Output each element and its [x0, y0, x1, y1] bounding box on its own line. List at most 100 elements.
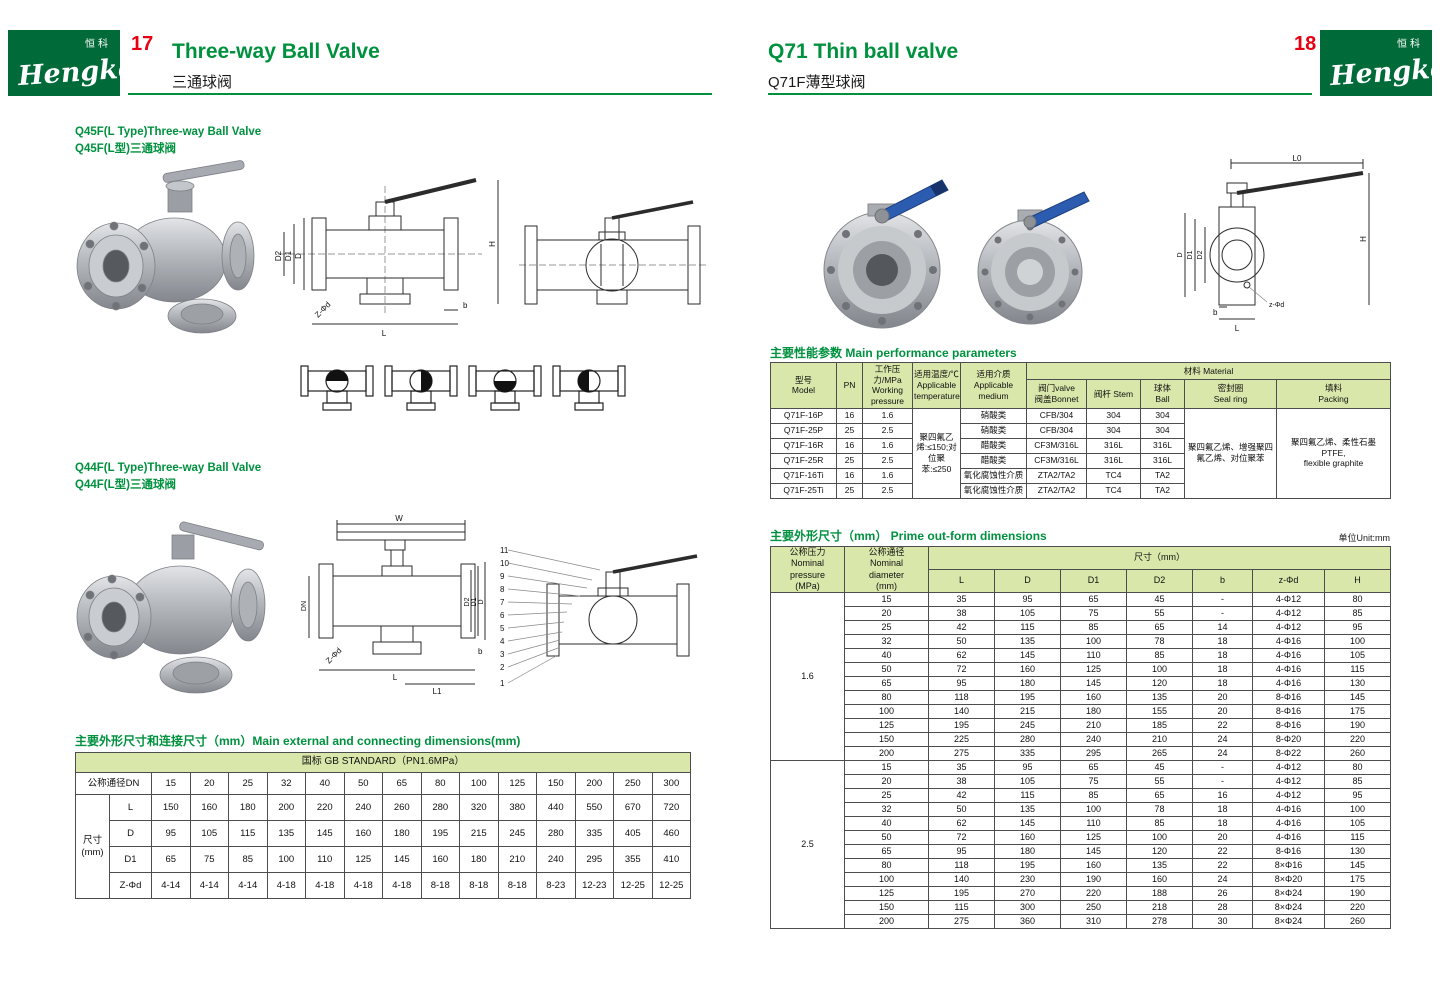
table-cell: TC4 [1086, 482, 1141, 499]
table-cell: 440 [536, 794, 576, 821]
table-cell: 250 [1060, 900, 1127, 915]
header-rule-right [768, 93, 1312, 95]
table-cell: 300 [994, 900, 1061, 915]
table-cell: 160 [1060, 690, 1127, 705]
dim-label: D1 [1187, 250, 1194, 259]
table-cell: 85 [228, 846, 268, 873]
table-cell: Q71F-16P [770, 407, 837, 424]
table-cell: 85 [1060, 620, 1127, 635]
dim-label: L1 [433, 687, 442, 696]
table-cell: 78 [1126, 802, 1193, 817]
table-cell: 75 [1060, 606, 1127, 621]
table-cell: 105 [1323, 816, 1392, 831]
right-page-subtitle: Q71F薄型球阀 [768, 74, 866, 91]
table-cell: 8-Φ16 [1252, 718, 1325, 733]
table-cell: Z-Φd [109, 872, 152, 899]
q44f-section-drawing: 11 10 9 8 7 6 5 4 3 2 1 [500, 546, 698, 688]
table-cell: Q71F-25Ti [770, 482, 837, 499]
q71-product-photo-1 [823, 179, 949, 329]
table-cell: Q71F-16R [770, 437, 837, 454]
table-cell: 240 [1060, 732, 1127, 747]
table-cell: 25 [844, 620, 929, 635]
table-cell: 360 [994, 914, 1061, 929]
table-cell: 195 [928, 886, 995, 901]
brand-wordmark: Hengke [17, 52, 120, 93]
table-header-cell: H [1323, 569, 1392, 593]
table-header-cell: L [928, 569, 995, 593]
table-cell: 4-Φ12 [1252, 760, 1325, 775]
table-cell: 304 [1086, 422, 1141, 439]
table-cell: 210 [1060, 718, 1127, 733]
table-cell: 4-Φ16 [1252, 830, 1325, 845]
table-cell: 135 [1126, 690, 1193, 705]
table-cell: 95 [1323, 620, 1392, 635]
table-header-cell: 球体 Ball [1140, 379, 1185, 409]
table-cell: L [109, 794, 152, 821]
table-cell: Q71F-25R [770, 452, 837, 469]
table-cell: 25 [844, 788, 929, 803]
table-cell: 4-Φ12 [1252, 788, 1325, 803]
table-cell: 45 [1126, 760, 1193, 775]
table-cell: 4-14 [151, 872, 191, 899]
table-cell: 220 [1323, 900, 1392, 915]
table-cell: 245 [994, 718, 1061, 733]
table-cell: 335 [574, 820, 614, 847]
table-cell: 215 [994, 704, 1061, 719]
table-cell: 4-Φ12 [1252, 606, 1325, 621]
table-cell: 115 [928, 900, 995, 915]
table-cell: CFB/304 [1026, 422, 1087, 439]
table-header-cell: 公称通径 Nominal diameter (mm) [844, 546, 929, 593]
flow-pattern-diagrams [300, 365, 626, 411]
table-header-cell: 适用介质 Applicable medium [960, 362, 1027, 409]
q45f-product-photo [76, 160, 255, 334]
table-cell: 115 [1323, 662, 1392, 677]
table-cell: 125 [844, 718, 929, 733]
table-cell: 65 [1126, 788, 1193, 803]
table-cell: 125 [497, 772, 537, 795]
outform-dimensions-table-title: 主要外形尺寸（mm） Prime out-form dimensions [770, 529, 1047, 543]
table-cell: 45 [1126, 592, 1193, 607]
table-cell: 4-18 [343, 872, 383, 899]
table-cell: 190 [1323, 718, 1392, 733]
table-cell: 720 [651, 794, 692, 821]
table-cell: 8×Φ20 [1252, 872, 1325, 887]
performance-table-title: 主要性能参数 Main performance parameters [770, 346, 1017, 360]
table-cell: 110 [1060, 816, 1127, 831]
brand-cn-label: 恒科 [1397, 39, 1423, 50]
table-cell: 115 [1323, 830, 1392, 845]
part-number: 4 [500, 637, 505, 646]
table-cell: 100 [1126, 662, 1193, 677]
table-cell: 245 [497, 820, 537, 847]
table-cell: 55 [1126, 606, 1193, 621]
table-cell: 180 [382, 820, 422, 847]
table-cell: 24 [1192, 732, 1253, 747]
table-cell: 2.5 [770, 760, 845, 929]
table-cell: 20 [844, 606, 929, 621]
q44f-front-drawing: W DN D2 D1 D L L1 b Z-Φd [301, 514, 486, 696]
table-cell: 35 [928, 592, 995, 607]
table-cell: CF3M/316L [1026, 452, 1087, 469]
table-cell: D [109, 820, 152, 847]
table-cell: 410 [651, 846, 692, 873]
table-cell: 200 [574, 772, 614, 795]
left-page-title-block: Three-way Ball Valve 三通球阀 [172, 40, 380, 92]
outform-dimensions-table: 公称压力 Nominal pressure (MPa)公称通径 Nominal … [770, 546, 1392, 929]
table-header-cell: 公称压力 Nominal pressure (MPa) [770, 546, 845, 593]
table-cell: 18 [1192, 802, 1253, 817]
table-cell: 85 [1126, 816, 1193, 831]
dim-label: D2 [464, 597, 471, 606]
table-cell: 8-Φ16 [1252, 844, 1325, 859]
table-row: 国标 GB STANDARD（PN1.6MPa） [74, 752, 692, 773]
table-cell: 1.6 [862, 467, 913, 484]
table-cell: 100 [1060, 802, 1127, 817]
